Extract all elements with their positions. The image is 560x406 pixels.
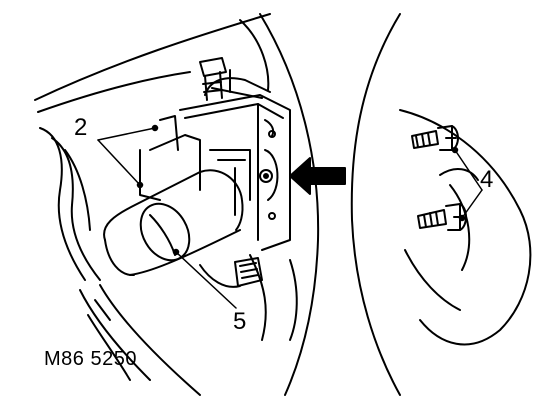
switch-housing bbox=[139, 69, 291, 251]
upper-screw bbox=[411, 125, 459, 151]
callout-4: 4 bbox=[480, 166, 494, 193]
switch-stalk bbox=[103, 169, 244, 277]
callout-5: 5 bbox=[233, 308, 247, 335]
steering-cowl bbox=[239, 13, 320, 396]
lower-screw bbox=[417, 203, 467, 231]
figure-code: M86 5250 bbox=[44, 348, 137, 370]
direction-arrow bbox=[289, 157, 346, 195]
leader-lines bbox=[97, 124, 483, 309]
top-bolt bbox=[199, 57, 227, 101]
inset-panel bbox=[350, 13, 532, 396]
harness-connector bbox=[199, 257, 263, 288]
callout-2: 2 bbox=[74, 114, 88, 141]
